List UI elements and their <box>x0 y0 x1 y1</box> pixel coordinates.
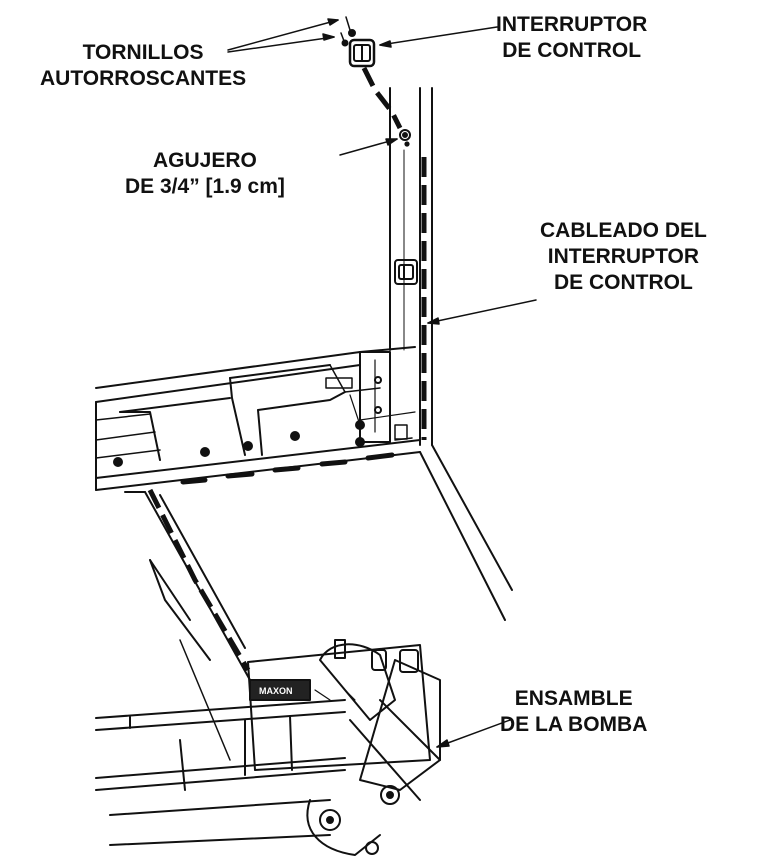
label-line: INTERRUPTOR <box>547 245 700 268</box>
label-tornillos-autorroscantes: TORNILLOS AUTORROSCANTES <box>40 40 246 92</box>
control-switch <box>348 38 376 68</box>
self-tapping-screws <box>340 16 356 47</box>
label-line: INTERRUPTOR <box>496 13 648 36</box>
label-line: AGUJERO <box>153 149 257 172</box>
label-line: DE CONTROL <box>502 39 642 62</box>
label-line: ENSAMBLE <box>514 687 633 710</box>
liftgate-platform <box>95 346 421 491</box>
label-agujero: AGUJERO DE 3/4” [1.9 cm] <box>125 148 285 200</box>
lift-arm-right <box>419 444 513 621</box>
label-interruptor-de-control: INTERRUPTOR DE CONTROL <box>496 12 647 64</box>
label-line: DE 3/4” [1.9 cm] <box>125 175 285 198</box>
control-switch-cable <box>147 66 427 672</box>
label-line: DE CONTROL <box>554 271 693 294</box>
label-line: TORNILLOS <box>82 41 204 64</box>
lift-arm-left <box>124 491 251 761</box>
switch-bracket <box>394 259 418 285</box>
leader-lines <box>227 18 537 748</box>
vertical-post <box>389 87 433 446</box>
label-line: CABLEADO DEL <box>540 219 707 242</box>
label-ensamble-de-la-bomba: ENSAMBLE DE LA BOMBA <box>500 686 647 738</box>
pump-brand-label: MAXON <box>259 686 293 696</box>
lower-frame <box>95 699 346 846</box>
label-line: AUTORROSCANTES <box>40 67 247 90</box>
label-line: DE LA BOMBA <box>500 713 648 736</box>
pump-assembly <box>247 639 441 856</box>
label-cableado-del-interruptor: CABLEADO DEL INTERRUPTOR DE CONTROL <box>540 218 707 296</box>
